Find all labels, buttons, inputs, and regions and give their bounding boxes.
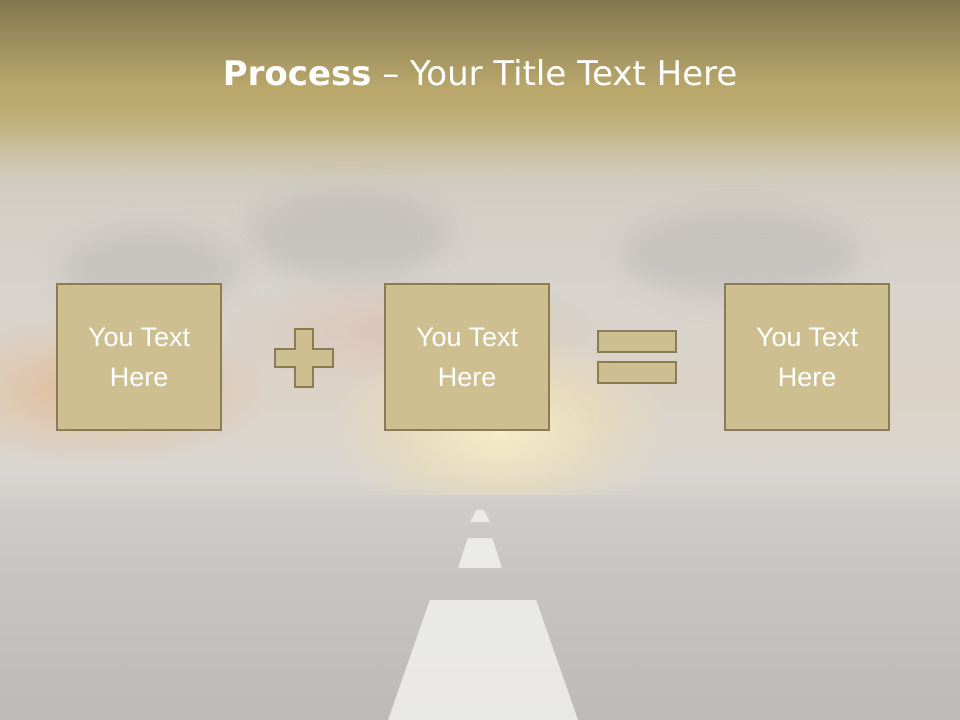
process-box-line-1: You Text [87,322,191,352]
plus-icon [274,328,334,388]
process-box-1[interactable]: You Text Here [56,283,222,431]
process-box-line-1: You Text [755,322,859,352]
process-box-line-2: Here [109,362,169,392]
equals-icon [597,330,677,384]
process-box-line-2: Here [777,362,837,392]
title-rest: – Your Title Text Here [371,54,738,94]
process-box-line-2: Here [437,362,497,392]
lane-marking [470,510,490,522]
title-bold: Process [222,54,372,94]
cloud [250,190,450,280]
title-band [0,0,960,150]
process-box-line-1: You Text [415,322,519,352]
process-box-text: You Text Here [392,317,542,397]
process-box-text: You Text Here [732,317,882,397]
process-box-3[interactable]: You Text Here [724,283,890,431]
process-box-2[interactable]: You Text Here [384,283,550,431]
process-box-text: You Text Here [64,317,214,397]
slide-title[interactable]: Process – Your Title Text Here [0,52,960,96]
